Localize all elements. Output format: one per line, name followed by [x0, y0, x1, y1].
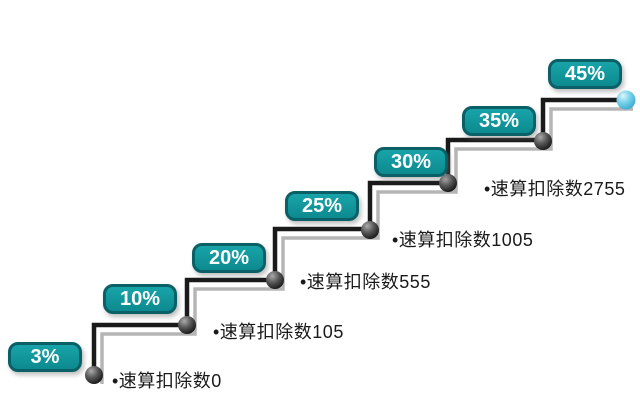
- rate-badge-label: 25%: [301, 194, 343, 217]
- stair-shadow-line: [100, 107, 633, 384]
- deduction-label-1005: •速算扣除数1005: [392, 230, 534, 250]
- rate-badge-35pct: 35%: [462, 106, 536, 136]
- step-node-sphere-4: [361, 221, 379, 239]
- step-node-sphere-3: [266, 271, 284, 289]
- rate-badge-label: 35%: [478, 109, 520, 132]
- rate-badge-label: 45%: [564, 62, 606, 85]
- end-node-blue-sphere: [616, 90, 636, 110]
- rate-badge-10pct: 10%: [103, 284, 177, 314]
- rate-badge-3pct: 3%: [8, 342, 82, 372]
- deduction-label-105: •速算扣除数105: [213, 322, 344, 342]
- rate-badge-label: 20%: [208, 246, 250, 269]
- step-node-sphere-1: [85, 366, 103, 384]
- rate-badge-45pct: 45%: [548, 59, 622, 89]
- deduction-label-555: •速算扣除数555: [300, 272, 431, 292]
- deduction-label-2755: •速算扣除数2755: [484, 179, 626, 199]
- step-node-sphere-5: [439, 174, 457, 192]
- deduction-label-0: •速算扣除数0: [112, 371, 222, 391]
- rate-badge-30pct: 30%: [374, 147, 448, 177]
- step-node-sphere-2: [178, 316, 196, 334]
- rate-badge-25pct: 25%: [285, 191, 359, 221]
- rate-badge-label: 10%: [119, 287, 161, 310]
- step-node-sphere-6: [534, 132, 552, 150]
- rate-badge-20pct: 20%: [192, 243, 266, 273]
- rate-badge-label: 3%: [30, 345, 60, 368]
- rate-badge-label: 30%: [390, 150, 432, 173]
